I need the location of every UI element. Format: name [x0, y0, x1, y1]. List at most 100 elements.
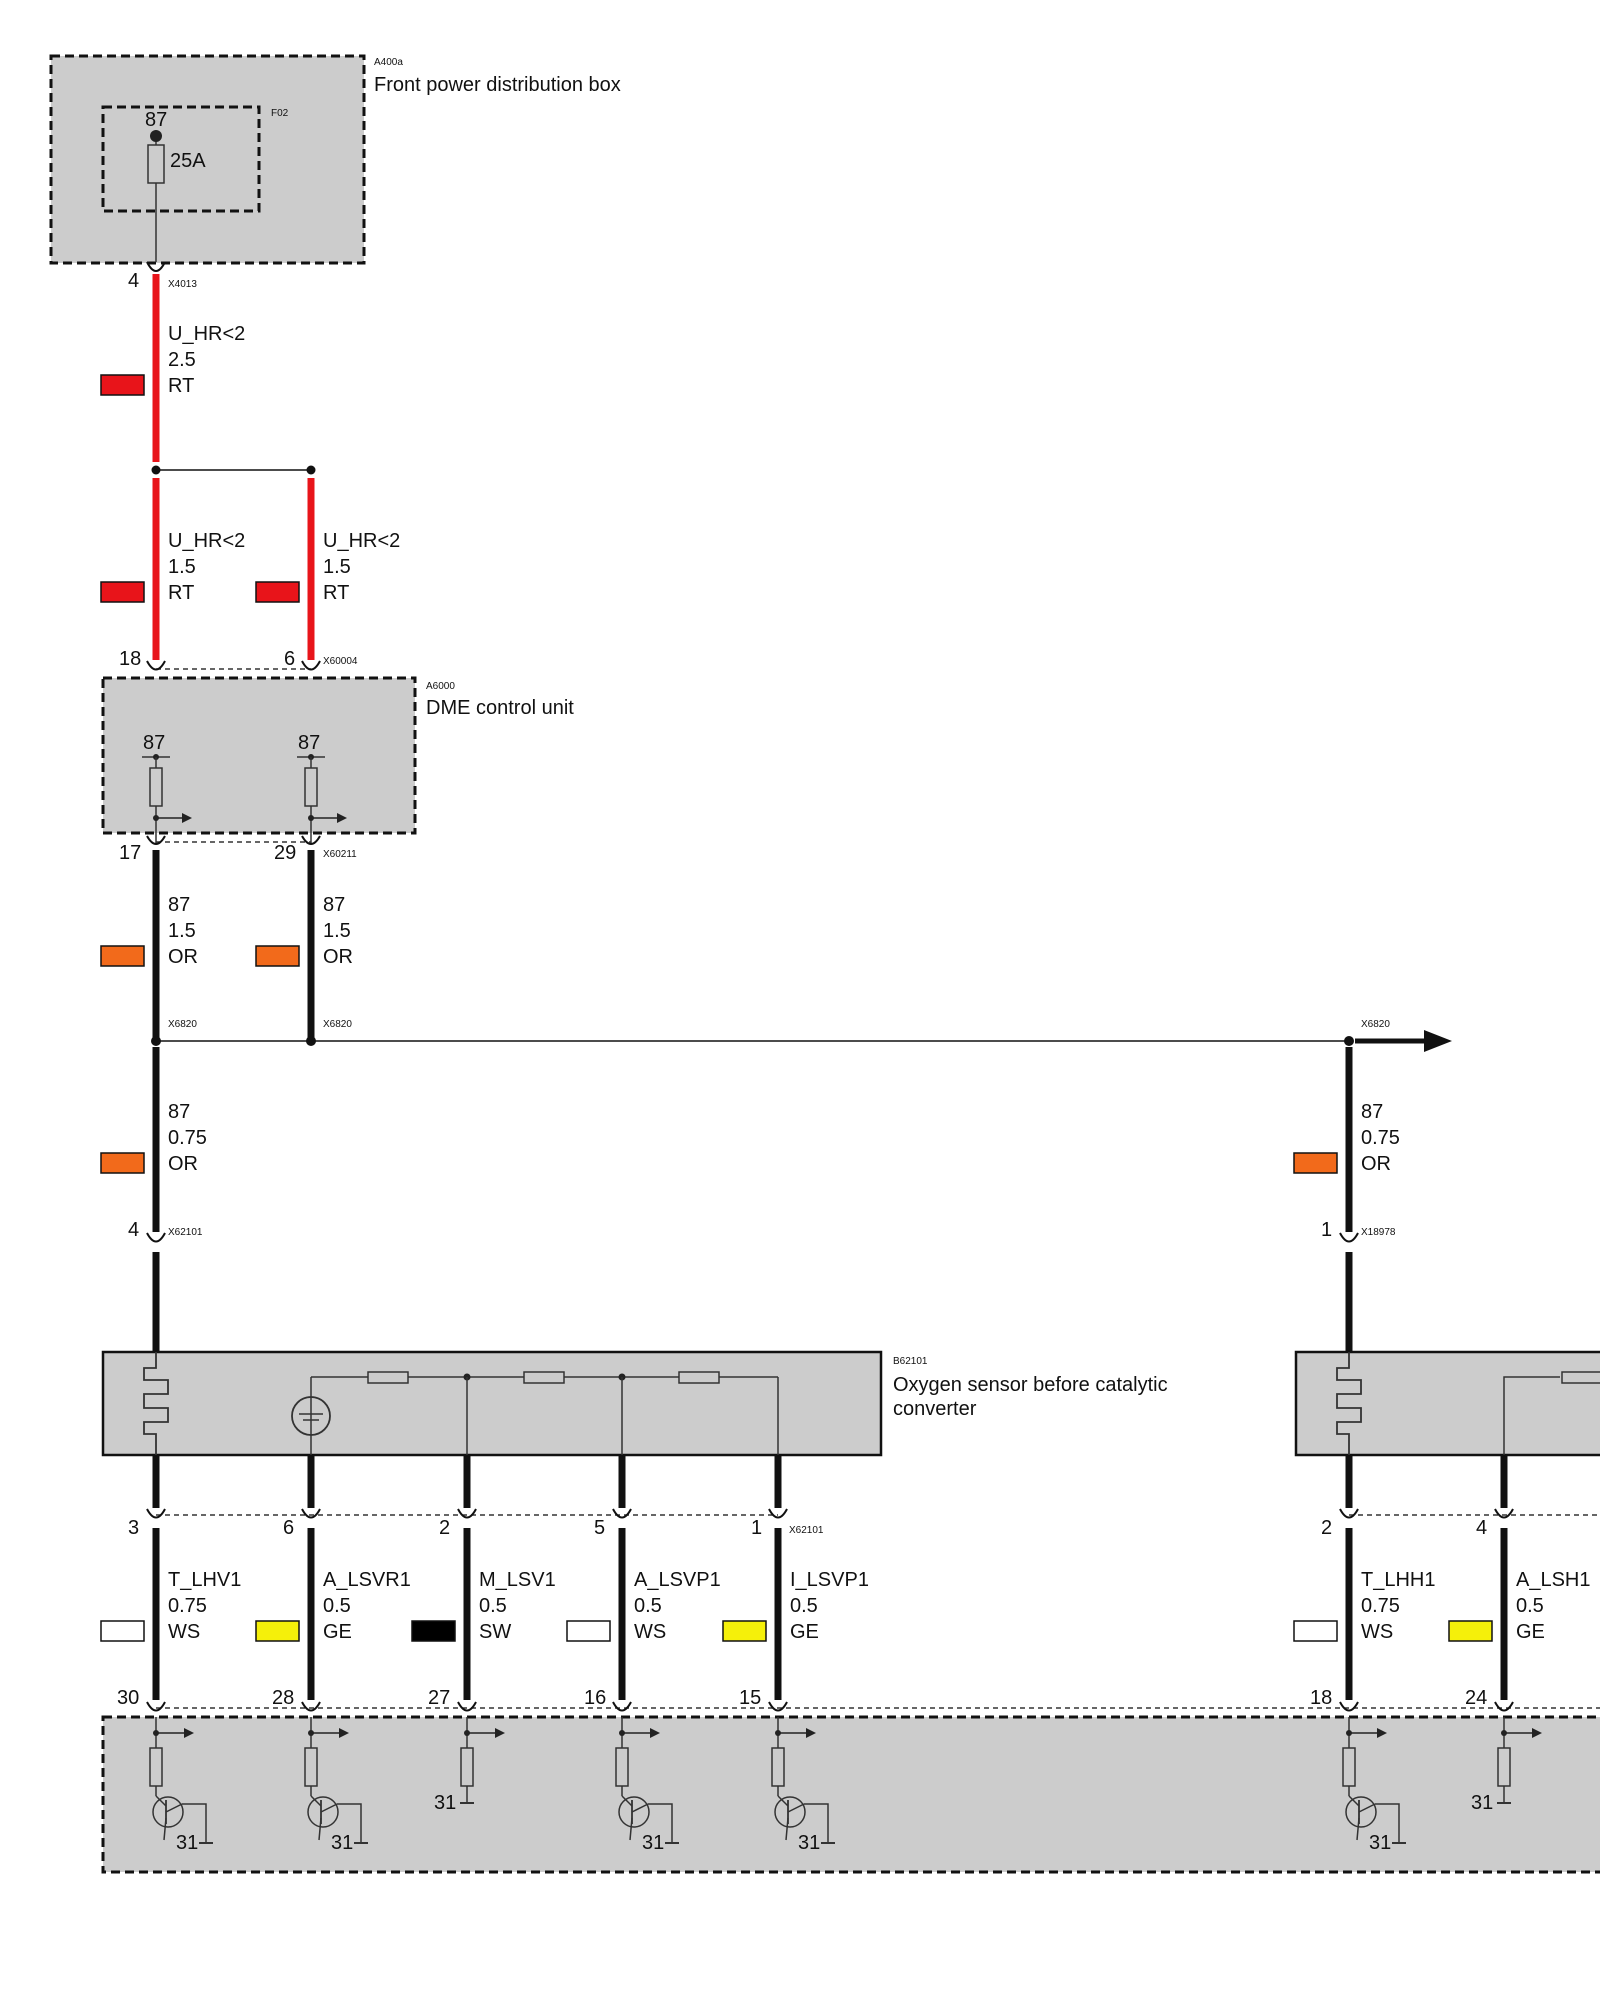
resistor-icon — [523, 1371, 565, 1384]
ground-label: 31 — [176, 1832, 198, 1854]
wire-signal: A_LSVP1 — [634, 1569, 721, 1591]
sensor1-feed-wire: 87 0.75 OR 4 X62101 — [100, 1047, 207, 1352]
connector-mark — [301, 1701, 321, 1712]
sensor1-pin: 1 — [751, 1517, 762, 1539]
dme-bottom-pin: 27 — [428, 1687, 450, 1709]
dme-out-wire-1: 87 1.5 OR — [100, 850, 198, 1040]
transistor-icon — [307, 1796, 339, 1828]
dme-bottom-pin: 30 — [117, 1687, 139, 1709]
transistor-icon — [152, 1796, 184, 1828]
wire-signal: T_LHV1 — [168, 1569, 241, 1591]
splice-dot — [1344, 1036, 1354, 1046]
wire-color-swatch — [255, 581, 300, 603]
dme-code: A6000 — [426, 681, 455, 692]
ground-label: 31 — [642, 1832, 664, 1854]
sensor1-title-line2: converter — [893, 1398, 977, 1420]
dme-bottom-connector-row: 30 28 27 16 15 18 24 — [117, 1687, 1600, 1709]
wire-color-swatch — [255, 1620, 300, 1642]
wire-size: 0.5 — [479, 1595, 507, 1617]
dme-in-connector: X60004 — [323, 656, 358, 667]
connector-mark — [146, 1701, 166, 1712]
dme-bottom-pin: 24 — [1465, 1687, 1487, 1709]
power-box-code: A400a — [374, 57, 403, 68]
wire-signal: 87 — [168, 894, 190, 916]
wire-color-code: WS — [1361, 1621, 1393, 1643]
driver-transistor: 31 — [771, 1717, 835, 1854]
ground-label: 31 — [1471, 1792, 1493, 1814]
wire-size: 0.5 — [323, 1595, 351, 1617]
connector-mark — [1494, 1701, 1514, 1712]
connector-mark — [1494, 1508, 1514, 1519]
dme-in-pin-18: 18 — [119, 648, 141, 670]
sensor-connector-row: 3 6 2 5 1 X62101 2 4 — [128, 1514, 1600, 1539]
connector-mark — [457, 1508, 477, 1519]
wire-color-swatch — [100, 1152, 145, 1174]
splice-dot — [151, 1036, 161, 1046]
split-wire-2: U_HR<2 1.5 RT — [255, 478, 400, 660]
wire-color-swatch — [100, 945, 145, 967]
splice-dot — [306, 1036, 316, 1046]
wire-color-code: SW — [479, 1621, 511, 1643]
wire-color-code: GE — [790, 1621, 819, 1643]
oxygen-sensor-b62101: B62101 Oxygen sensor before catalytic co… — [101, 1350, 1168, 1457]
dme-out-connector: X60211 — [323, 849, 357, 860]
resistor-icon — [367, 1371, 409, 1384]
wire-signal: A_LSVR1 — [323, 1569, 411, 1591]
wire-signal: A_LSH1 — [1516, 1569, 1591, 1591]
wire-signal: I_LSVP1 — [790, 1569, 869, 1591]
wire-size: 0.75 — [168, 1595, 207, 1617]
wire-color-code: OR — [1361, 1153, 1391, 1175]
junction-dot — [151, 465, 161, 475]
wire-color-swatch — [1448, 1620, 1493, 1642]
dme-terminal-label: 87 — [143, 732, 165, 754]
resistor-icon — [1561, 1371, 1600, 1384]
connector-mark — [768, 1701, 788, 1712]
wire-color-code: RT — [168, 582, 194, 604]
sensor-cell-icon — [291, 1396, 331, 1436]
sensor2-pin: 2 — [1321, 1517, 1332, 1539]
sensor2-feed-pin: 1 — [1321, 1219, 1332, 1241]
sensor1-feed-connector: X62101 — [168, 1227, 203, 1238]
wire-color-swatch — [100, 581, 145, 603]
sensor2-pin: 4 — [1476, 1517, 1487, 1539]
sensor1-pin: 3 — [128, 1517, 139, 1539]
fuse-code: F02 — [271, 108, 289, 119]
connector-mark — [612, 1701, 632, 1712]
fuse-icon — [147, 144, 165, 184]
fuse-holder — [101, 105, 261, 213]
ground-label: 31 — [434, 1792, 456, 1814]
wire-color-code: OR — [168, 946, 198, 968]
sensor2-feed-wire: 87 0.75 OR 1 X18978 — [1293, 1047, 1400, 1352]
wire-size: 1.5 — [323, 556, 351, 578]
feed-size: 2.5 — [168, 349, 196, 371]
connector-mark — [146, 1508, 166, 1519]
driver-transistor: 31 — [304, 1717, 368, 1854]
connector-mark — [768, 1508, 788, 1519]
resistor-icon — [304, 1747, 318, 1787]
wire-color-swatch — [100, 1620, 145, 1642]
transistor-icon — [1345, 1796, 1377, 1828]
wire-color-swatch — [566, 1620, 611, 1642]
continuation-arrow-icon[interactable] — [1424, 1030, 1452, 1052]
split-junction — [151, 465, 316, 475]
wire-color-code: GE — [1516, 1621, 1545, 1643]
wire-color-code: WS — [168, 1621, 200, 1643]
connector-mark — [612, 1508, 632, 1519]
splice-label: X6820 — [323, 1019, 352, 1030]
transistor-icon — [774, 1796, 806, 1828]
feed-signal: U_HR<2 — [168, 323, 245, 345]
dme-out-pin-17: 17 — [119, 842, 141, 864]
wire-size: 1.5 — [168, 920, 196, 942]
sensor1-pin: 5 — [594, 1517, 605, 1539]
wire-size: 1.5 — [323, 920, 351, 942]
wire-size: 0.75 — [1361, 1127, 1400, 1149]
feed-connector: X4013 — [168, 279, 197, 290]
wire-color-code: WS — [634, 1621, 666, 1643]
